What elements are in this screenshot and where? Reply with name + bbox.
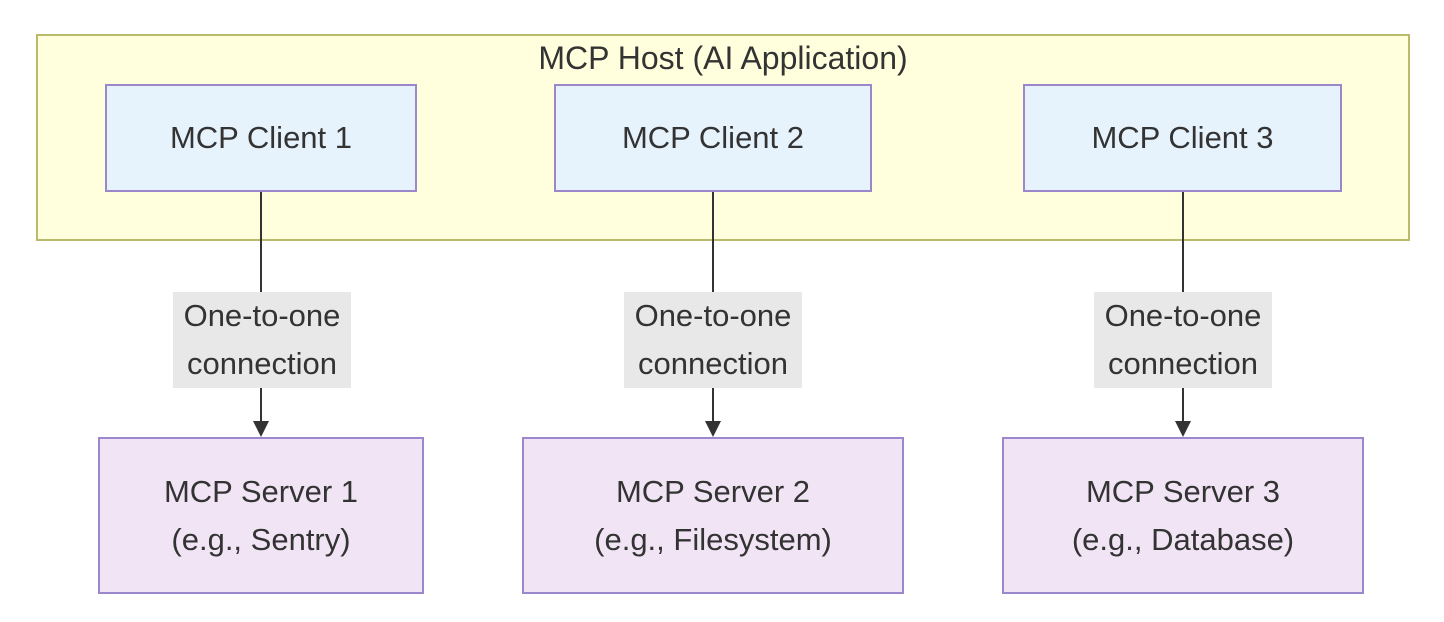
mcp-server-1-example: (e.g., Sentry)	[171, 521, 351, 557]
mcp-server-1-node: MCP Server 1 (e.g., Sentry)	[98, 437, 424, 594]
mcp-client-3-label: MCP Client 3	[1091, 120, 1274, 155]
connection-label-3-line2: connection	[1108, 346, 1258, 381]
mcp-client-3-node: MCP Client 3	[1023, 84, 1342, 192]
arrow-down-icon	[705, 421, 721, 437]
mcp-server-2-example: (e.g., Filesystem)	[594, 521, 832, 557]
arrow-down-icon	[1175, 421, 1191, 437]
connection-label-2: One-to-one connection	[624, 292, 802, 388]
connection-label-1: One-to-one connection	[173, 292, 351, 388]
connection-label-1-line1: One-to-one	[183, 298, 341, 333]
mcp-server-2-node: MCP Server 2 (e.g., Filesystem)	[522, 437, 904, 594]
mcp-server-3-node: MCP Server 3 (e.g., Database)	[1002, 437, 1364, 594]
connection-label-2-line1: One-to-one	[634, 298, 792, 333]
mcp-client-2-label: MCP Client 2	[621, 120, 805, 155]
mcp-server-2-title: MCP Server 2	[615, 473, 811, 509]
mcp-server-1-title: MCP Server 1	[163, 473, 359, 509]
connection-label-3-line1: One-to-one	[1104, 298, 1262, 333]
mcp-server-3-example: (e.g., Database)	[1071, 521, 1295, 557]
mcp-client-1-label: MCP Client 1	[169, 120, 353, 155]
mcp-client-1-node: MCP Client 1	[105, 84, 417, 192]
connection-label-1-line2: connection	[187, 346, 337, 381]
connection-label-3: One-to-one connection	[1094, 292, 1272, 388]
mcp-host-title: MCP Host (AI Application)	[538, 40, 908, 76]
mcp-server-3-title: MCP Server 3	[1085, 473, 1281, 509]
arrow-down-icon	[253, 421, 269, 437]
connection-label-2-line2: connection	[638, 346, 788, 381]
mcp-client-2-node: MCP Client 2	[554, 84, 872, 192]
